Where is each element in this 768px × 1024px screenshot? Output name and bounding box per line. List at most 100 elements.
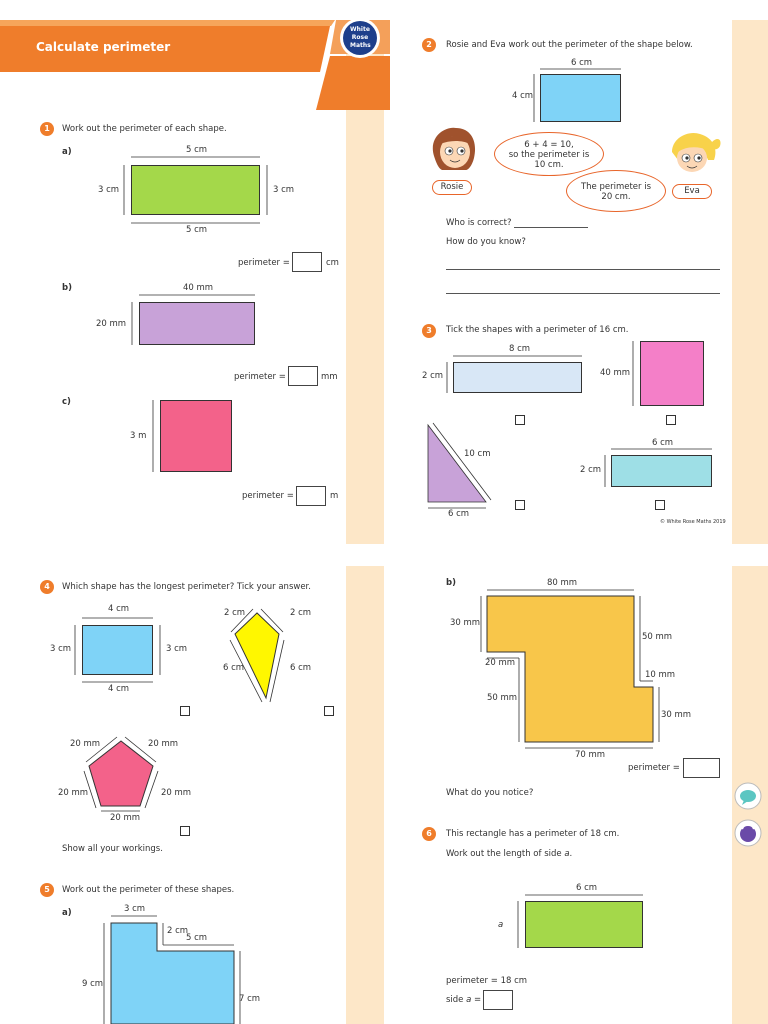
rosie-bubble-line-3: 10 cm. [534, 160, 564, 170]
q1a-unit: cm [326, 258, 339, 268]
q2-prompt: Rosie and Eva work out the perimeter of … [446, 40, 693, 50]
q2-answer-line-2[interactable] [446, 293, 720, 294]
q4-kite-tick[interactable] [324, 706, 334, 716]
q1b-answer-label: perimeter = [234, 372, 286, 382]
q2-who-answer-line[interactable] [514, 227, 588, 228]
q6-prompt: This rectangle has a perimeter of 18 cm. [446, 829, 620, 839]
q1b-answer-box[interactable] [288, 366, 318, 386]
footer-copyright: © White Rose Maths 2019 [660, 519, 726, 525]
q5b-answer-box[interactable] [683, 758, 720, 778]
q5a-right: 7 cm [239, 994, 261, 1004]
q1c-answer-box[interactable] [296, 486, 326, 506]
q5b-top: 80 mm [547, 578, 578, 588]
q4-pentagon-tick[interactable] [180, 826, 190, 836]
header-banner [0, 18, 390, 110]
q5b-step1: 20 mm [485, 658, 516, 668]
q3-rect2-top: 6 cm [652, 438, 674, 448]
q1a-answer-label: perimeter = [238, 258, 290, 268]
q5a-label: a) [62, 908, 72, 918]
q5a-step: 2 cm [167, 926, 189, 936]
q6-prompt2-var: a [564, 849, 570, 859]
q1a-answer-box[interactable] [292, 252, 322, 272]
discuss-icon [734, 782, 762, 810]
q1c-unit: m [330, 491, 339, 501]
q1c-label: c) [62, 397, 71, 407]
q6-prompt2: Work out the length of side a. [446, 849, 573, 859]
q4-rect-tick[interactable] [180, 706, 190, 716]
q4-prompt: Which shape has the longest perimeter? T… [62, 582, 311, 592]
q4-rect-top: 4 cm [108, 604, 130, 614]
q1a-bottom: 5 cm [186, 225, 208, 235]
q3-square-left: 40 mm [600, 368, 631, 378]
q4-pent-r: 20 mm [161, 788, 192, 798]
q4-kite-bl: 6 cm [223, 663, 245, 673]
q5b-label: b) [446, 578, 456, 588]
logo-line-2: Rose [351, 34, 369, 41]
logo-line-3: Maths [350, 42, 371, 49]
q1c-answer-label: perimeter = [242, 491, 294, 501]
q2-rectangle [540, 74, 621, 122]
q5b-bottom: 70 mm [575, 750, 606, 760]
q4-kite-tl: 2 cm [224, 608, 246, 618]
q5b-r2: 30 mm [661, 710, 692, 720]
q1a-rectangle [131, 165, 260, 215]
q4-rect-left: 3 cm [50, 644, 72, 654]
q1b-unit: mm [321, 372, 338, 382]
rosie-avatar [432, 127, 476, 170]
q2-who-correct: Who is correct? [446, 218, 512, 228]
rosie-name-box: Rosie [432, 180, 472, 195]
q1b-top: 40 mm [183, 283, 214, 293]
q3-rect2-left: 2 cm [580, 465, 602, 475]
q3-rect1-top: 8 cm [509, 344, 531, 354]
q3-rect2-tick[interactable] [655, 500, 665, 510]
q1c-left: 3 m [130, 431, 147, 441]
q3-rect1-tick[interactable] [515, 415, 525, 425]
q4-pent-tr: 20 mm [148, 739, 179, 749]
q1-number: 1 [40, 122, 54, 136]
q3-square-tick[interactable] [666, 415, 676, 425]
q5b-r1: 50 mm [642, 632, 673, 642]
eva-name-box: Eva [672, 184, 712, 199]
q1b-rectangle [139, 302, 255, 345]
q4-workings: Show all your workings. [62, 844, 163, 854]
logo-line-1: White [350, 26, 370, 33]
q3-rect1 [453, 362, 582, 393]
q3-rect1-left: 2 cm [422, 371, 444, 381]
q1b-left: 20 mm [96, 319, 127, 329]
q3-square [640, 341, 704, 406]
q5a-mid: 5 cm [186, 933, 208, 943]
q6-side-word: side [446, 995, 464, 1005]
eva-bubble-line-1: The perimeter is [580, 182, 652, 192]
page-title: Calculate perimeter [36, 40, 171, 54]
q3-triangle-base: 6 cm [448, 509, 470, 519]
q4-pent-b: 20 mm [110, 813, 141, 823]
rosie-bubble-line-1: 6 + 4 = 10, [524, 140, 574, 150]
q4-number: 4 [40, 580, 54, 594]
q3-number: 3 [422, 324, 436, 338]
q6-rectangle [525, 901, 643, 948]
q3-triangle-tick[interactable] [515, 500, 525, 510]
eva-speech-bubble: The perimeter is 20 cm. [566, 170, 666, 212]
q2-answer-line-1[interactable] [446, 269, 720, 270]
q2-how-know: How do you know? [446, 237, 526, 247]
rosie-speech-bubble: 6 + 4 = 10, so the perimeter is 10 cm. [494, 132, 604, 176]
q5b-step2: 10 mm [645, 670, 676, 680]
q6-perimeter-text: perimeter = 18 cm [446, 976, 528, 986]
q5b-l2: 50 mm [487, 693, 518, 703]
q2-left: 4 cm [512, 91, 534, 101]
q6-answer-box[interactable] [483, 990, 513, 1010]
q5b-answer-label: perimeter = [628, 763, 680, 773]
q4-kite-tr: 2 cm [290, 608, 312, 618]
q1-prompt: Work out the perimeter of each shape. [62, 124, 227, 134]
q5a-left: 9 cm [82, 979, 104, 989]
q4-pent-l: 20 mm [58, 788, 89, 798]
q4-rectangle [82, 625, 153, 675]
q1a-top: 5 cm [186, 145, 208, 155]
q5b-l1: 30 mm [450, 618, 481, 628]
